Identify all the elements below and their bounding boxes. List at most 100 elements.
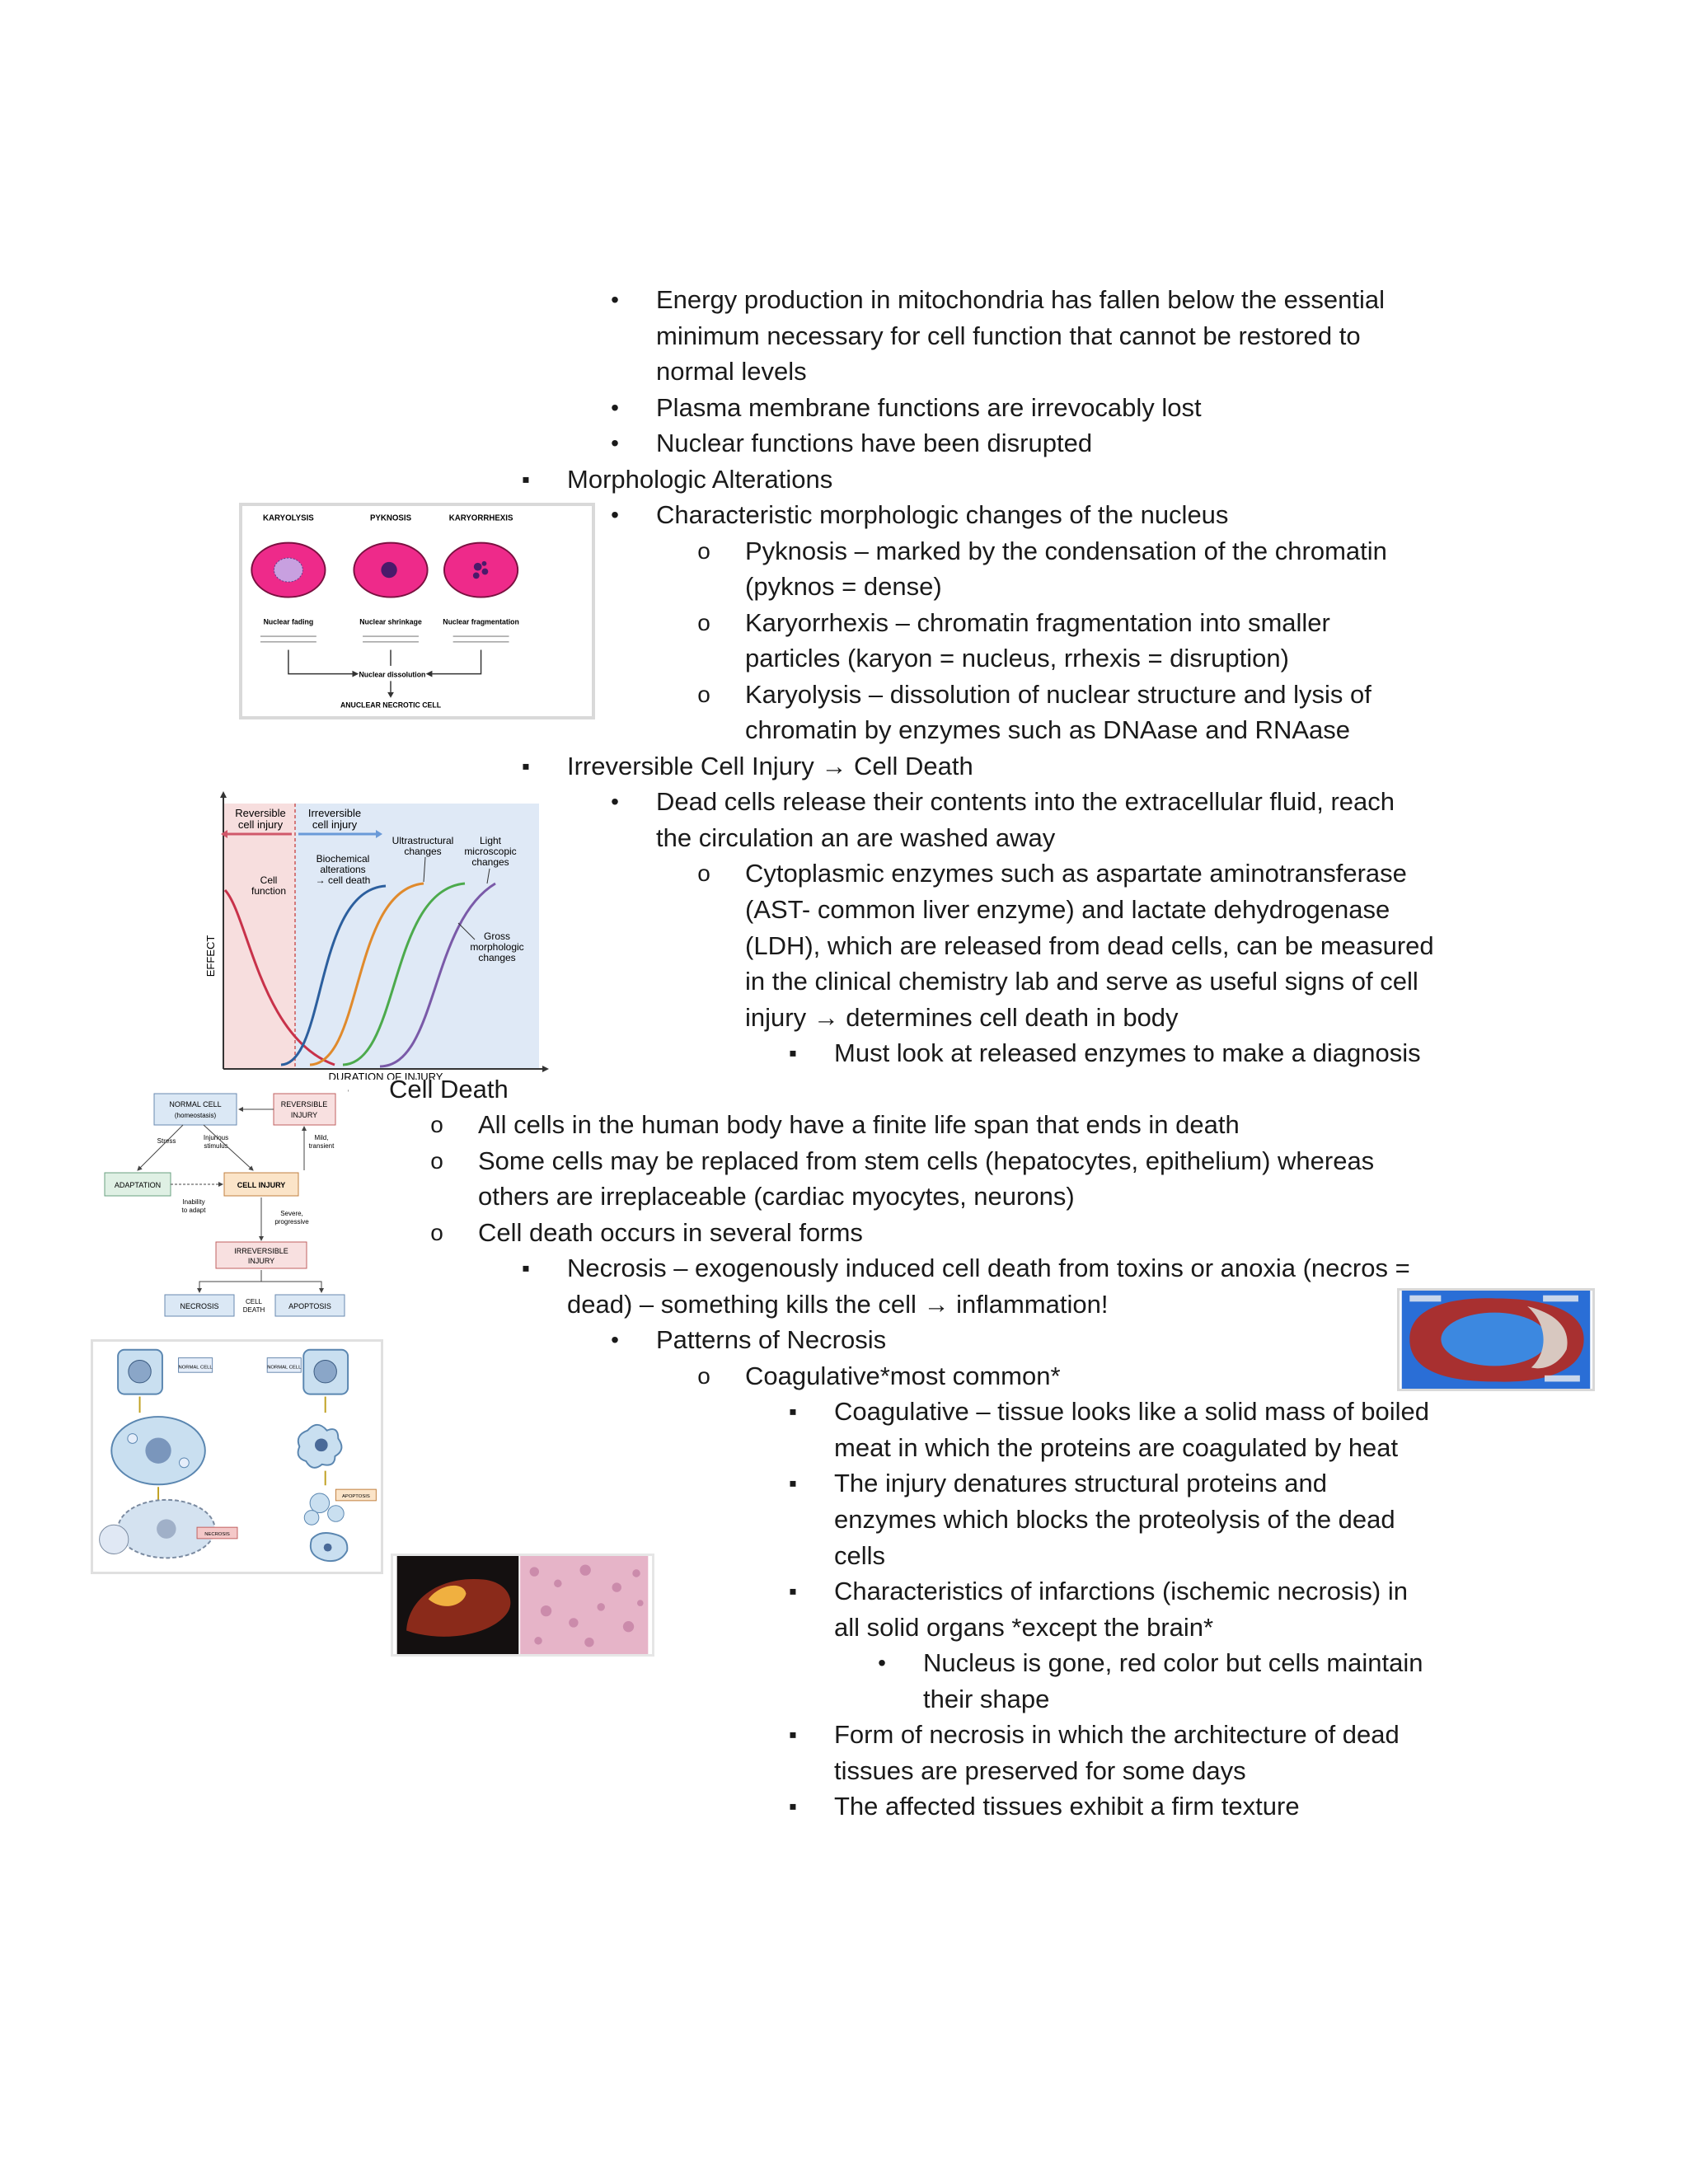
gross-label-3: changes — [478, 952, 515, 963]
list-marker: • — [611, 394, 619, 420]
light-label: Light — [480, 835, 502, 846]
biochem-curve — [280, 884, 387, 1066]
text-line: Plasma membrane functions are irrevocabl… — [656, 392, 1202, 422]
irreversible-injury-label-2: INJURY — [248, 1257, 274, 1265]
text-line: Pyknosis – marked by the condensation of… — [745, 536, 1387, 565]
normal-cell-sublabel: (homeostasis) — [175, 1112, 217, 1119]
necrosis-label: NECROSIS — [180, 1302, 218, 1310]
list-marker: ▪ — [789, 1722, 797, 1748]
text-line: Energy production in mitochondria has fa… — [656, 285, 1386, 314]
light-microscopic-curve — [342, 882, 466, 1066]
text-line: meat in which the proteins are coagulate… — [834, 1432, 1399, 1462]
normal-cell-label: NORMAL CELL — [169, 1100, 221, 1108]
text-line: others are irreplaceable (cardiac myocyt… — [478, 1182, 1075, 1212]
apoptosis-label: APOPTOSIS — [288, 1302, 331, 1310]
text-line: Morphologic Alterations — [567, 464, 833, 494]
flowchart-diagram: NORMAL CELL (homeostasis) REVERSIBLE INJ… — [104, 1093, 345, 1317]
necrosis-tag: NECROSIS — [204, 1532, 230, 1537]
text-line: (AST- common liver enzyme) and lactate d… — [745, 895, 1390, 924]
list-marker: ▪ — [789, 1040, 797, 1066]
injury-curve-diagram: Reversible cell injury Irreversible cell… — [204, 791, 549, 1080]
list-marker: o — [697, 609, 710, 635]
text-line: Karyolysis – dissolution of nuclear stru… — [745, 679, 1372, 709]
text-line: All cells in the human body have a finit… — [478, 1110, 1240, 1140]
reversible-injury-label: REVERSIBLE — [281, 1100, 328, 1108]
reversible-label: Reversible — [235, 807, 285, 819]
list-marker: • — [611, 789, 619, 815]
text-line: enzymes which blocks the proteolysis of … — [834, 1505, 1395, 1535]
normal-cell-box — [153, 1093, 237, 1126]
caption-fading: Nuclear fading — [264, 617, 314, 626]
list-marker: • — [878, 1650, 886, 1676]
caption-fragmentation: Nuclear fragmentation — [443, 617, 519, 626]
y-axis-label: EFFECT — [204, 935, 217, 977]
cell-injury-flowchart: NORMAL CELL (homeostasis) REVERSIBLE INJ… — [101, 1084, 348, 1323]
text-line: injury → determines cell death in body — [745, 1002, 1179, 1032]
text-line: The injury denatures structural proteins… — [834, 1469, 1327, 1498]
severe-label-2: progressive — [274, 1218, 309, 1226]
caption-shrinkage: Nuclear shrinkage — [359, 617, 422, 626]
karyorrhexis-head: KARYORRHEXIS — [449, 513, 513, 523]
severe-label: Severe, — [280, 1210, 303, 1217]
text-line: minimum necessary for cell function that… — [656, 321, 1361, 350]
normal-label-left: NORMAL CELL — [179, 1365, 213, 1370]
apoptosis-box — [274, 1294, 345, 1317]
list-marker: • — [611, 430, 619, 457]
nucleus-changes-figure: KARYOLYSIS PYKNOSIS KARYORRHEXIS Nuclear… — [239, 503, 595, 719]
infarct-photos — [396, 1556, 649, 1654]
text-line: particles (karyon = nucleus, rrhexis = d… — [745, 644, 1289, 673]
list-marker: • — [611, 502, 619, 528]
cell-death-label: CELL — [246, 1298, 263, 1305]
text-line: Necrosis – exogenously induced cell deat… — [567, 1254, 1410, 1283]
ultra-label: Ultrastructural — [392, 835, 454, 846]
irreversible-injury-box — [215, 1241, 307, 1269]
list-marker: o — [697, 1362, 710, 1389]
text-line: Irreversible Cell Injury → Cell Death — [567, 751, 973, 780]
bullet-marker: • — [611, 287, 619, 312]
pyknosis-head: PYKNOSIS — [370, 513, 412, 523]
text-line: Characteristics of infarctions (ischemic… — [834, 1577, 1408, 1606]
biochem-label-3: → cell death — [316, 874, 371, 886]
text-line: (pyknos = dense) — [745, 572, 942, 602]
shrunken-nucleus — [381, 561, 397, 579]
text-line: Coagulative – tissue looks like a solid … — [834, 1397, 1429, 1427]
irreversible-label: Irreversible — [308, 807, 361, 819]
text-line: all solid organs *except the brain* — [834, 1612, 1214, 1642]
ultra-label-2: changes — [404, 846, 441, 857]
text-line: Coagulative*most common* — [745, 1361, 1061, 1390]
text-line: Some cells may be replaced from stem cel… — [478, 1146, 1375, 1175]
mild-label-2: transient — [309, 1142, 335, 1150]
reversible-zone — [223, 804, 295, 1069]
cell-function-label: Cell — [260, 874, 278, 886]
text-line: Characteristic morphologic changes of th… — [656, 500, 1229, 530]
cell-morphology-diagram: NORMAL CELL NORMAL CELL NECROSIS AP — [99, 1348, 377, 1563]
inability-label-2: to adapt — [182, 1207, 207, 1214]
inability-label: Inability — [182, 1198, 204, 1206]
adaptation-box — [104, 1172, 171, 1197]
reversible-injury-label-2: INJURY — [291, 1111, 317, 1119]
gross-label-2: morphologic — [470, 941, 523, 953]
reversible-label-2: cell injury — [238, 818, 284, 831]
text-line: the circulation an are washed away — [656, 823, 1056, 852]
heart-photo — [1401, 1291, 1591, 1389]
injurious-label: Injurious — [204, 1134, 228, 1141]
list-marker: • — [611, 1327, 619, 1353]
biochem-label: Biochemical — [316, 853, 370, 865]
text-line: tissues are preserved for some days — [834, 1755, 1246, 1785]
text-line: Nucleus is gone, red color but cells mai… — [923, 1648, 1423, 1678]
biochem-label-2: alterations — [320, 864, 365, 875]
reversible-injury-box — [273, 1093, 336, 1126]
karyolysis-head: KARYOLYSIS — [263, 513, 314, 523]
infarct-photo-figure — [391, 1554, 654, 1657]
text-line: Cell death occurs in several forms — [478, 1217, 863, 1247]
text-line: Form of necrosis in which the architectu… — [834, 1720, 1400, 1750]
text-line: chromatin by enzymes such as DNAase and … — [745, 715, 1350, 745]
nuclear-dissolution-label: Nuclear dissolution — [359, 670, 425, 678]
x-axis-label: DURATION OF INJURY — [329, 1071, 443, 1080]
irreversible-label-2: cell injury — [312, 818, 358, 831]
heart-infarct-figure — [1397, 1288, 1595, 1391]
karyorrhexis-cell — [443, 541, 519, 598]
list-marker: o — [697, 681, 710, 707]
list-marker: o — [430, 1147, 443, 1174]
light-label-2: microscopic — [464, 846, 516, 857]
